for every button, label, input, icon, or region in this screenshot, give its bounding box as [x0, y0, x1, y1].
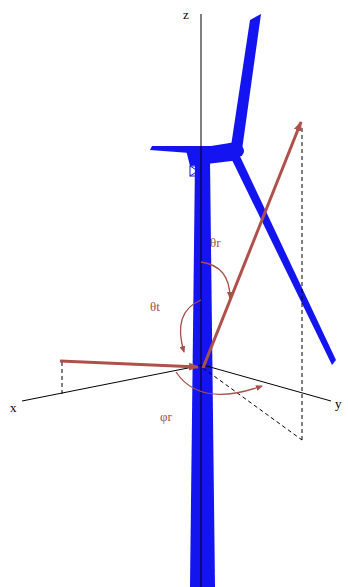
angle-label: φr — [160, 410, 172, 423]
projection-lines — [62, 128, 302, 440]
theta-r-arc — [201, 262, 230, 298]
axis-label: z — [183, 8, 189, 21]
blade — [231, 14, 261, 150]
reflected-vector — [203, 122, 301, 368]
angle-label: θr — [210, 236, 221, 249]
axis-label: x — [10, 401, 17, 414]
axis-label: y — [335, 397, 342, 410]
hub — [232, 145, 244, 157]
y-axis — [203, 365, 331, 401]
theta-t-arc — [180, 300, 201, 352]
x-axis — [22, 365, 203, 401]
nacelle-frame — [190, 166, 206, 176]
incident-vector — [60, 361, 198, 367]
phi-r-arc — [176, 372, 262, 394]
nacelle — [186, 142, 240, 166]
angle-label: θt — [150, 300, 160, 313]
